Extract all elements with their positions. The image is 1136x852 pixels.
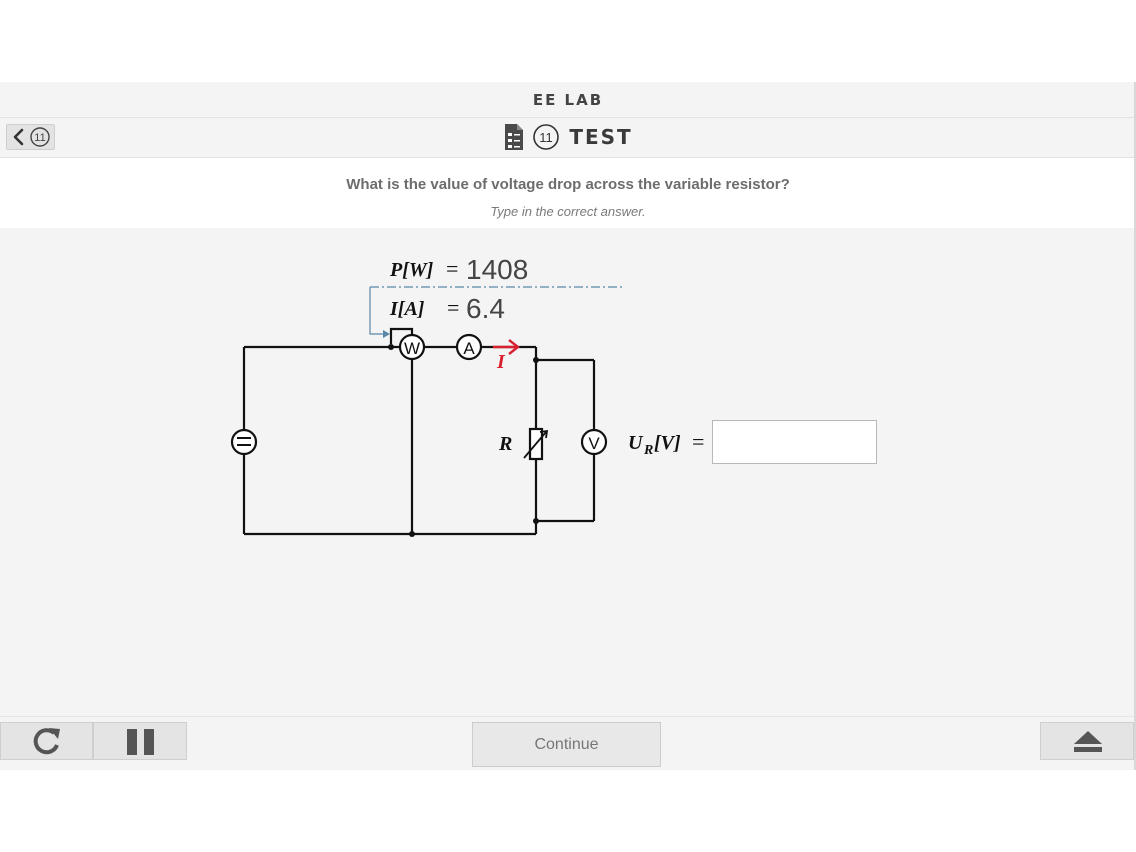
power-value: 1408	[466, 254, 528, 285]
test-number-badge: 11	[533, 124, 560, 150]
restart-button[interactable]	[0, 722, 93, 760]
current-label: I[A]	[389, 298, 425, 320]
test-label: TEST	[569, 125, 633, 149]
voltage-source	[230, 428, 258, 456]
restart-icon	[33, 728, 60, 755]
feedback-arrow	[383, 330, 390, 338]
question-panel: What is the value of voltage drop across…	[0, 158, 1136, 228]
answer-label-sub: R	[643, 443, 653, 458]
pause-icon	[127, 729, 154, 755]
app-window: EE LAB 11 11 TEST	[0, 82, 1136, 770]
test-header: 11 TEST	[0, 117, 1136, 157]
circuit-diagram: P[W] = 1408 I[A] = 6.4	[230, 254, 704, 537]
current-arrow-label: I	[496, 351, 506, 373]
current-equals: =	[447, 295, 459, 320]
eject-icon	[1074, 731, 1102, 752]
back-button[interactable]: 11	[6, 124, 55, 150]
circuit-stage: P[W] = 1408 I[A] = 6.4	[0, 228, 1136, 716]
variable-resistor	[523, 427, 549, 461]
test-number: 11	[540, 130, 554, 145]
wattmeter-symbol: W	[404, 339, 420, 358]
wattmeter: W	[398, 333, 426, 361]
question-text: What is the value of voltage drop across…	[346, 176, 790, 193]
chevron-left-icon: 11	[13, 127, 50, 147]
ammeter-symbol: A	[463, 339, 475, 358]
eject-button[interactable]	[1040, 722, 1134, 760]
header-bar: 11 11 TEST	[0, 117, 1136, 158]
answer-label-unit: [V]	[654, 432, 681, 454]
feedback-line	[369, 287, 386, 335]
current-value: 6.4	[466, 293, 505, 324]
voltmeter: V	[580, 428, 608, 456]
back-number: 11	[34, 132, 45, 144]
footer-bar: Continue	[0, 716, 1136, 771]
instruction-text: Type in the correct answer.	[490, 204, 646, 219]
power-label: P[W]	[389, 259, 434, 281]
checklist-icon	[505, 124, 524, 150]
voltmeter-symbol: V	[588, 434, 600, 453]
brand-title: EE LAB	[0, 82, 1136, 118]
ammeter: A	[455, 333, 483, 361]
window-edge	[1134, 82, 1136, 770]
pause-button[interactable]	[93, 722, 187, 760]
continue-button[interactable]: Continue	[472, 722, 661, 767]
answer-label-main: U	[628, 432, 644, 454]
power-equals: =	[446, 256, 458, 281]
answer-equals: =	[692, 429, 704, 454]
resistor-label: R	[498, 433, 512, 455]
answer-input[interactable]	[712, 420, 877, 464]
current-arrow	[493, 339, 520, 355]
